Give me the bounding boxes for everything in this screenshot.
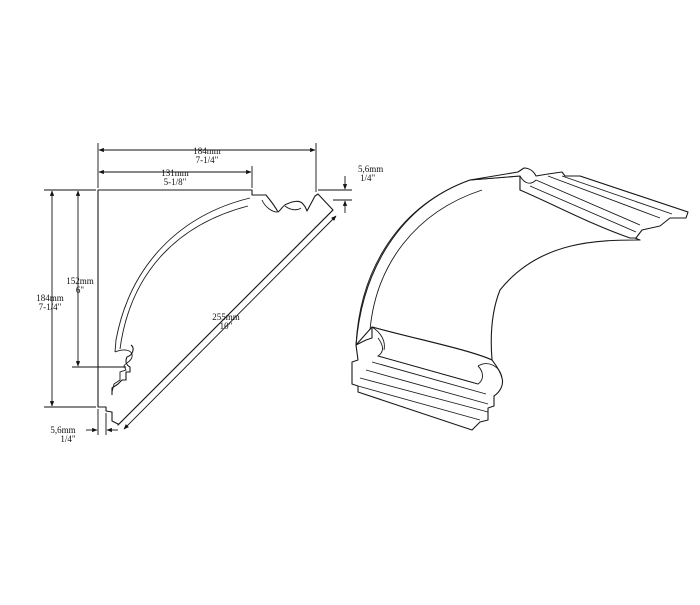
top-width-metric: 184mm [193, 146, 221, 156]
top-inner-width-imperial: 5-1/8" [164, 177, 187, 187]
molding-3d-view [351, 167, 689, 431]
top-inner-width-metric: 131mm [161, 168, 189, 178]
bottom-offset-metric: 5,6mm [50, 425, 75, 435]
3d-top-crown [469, 167, 689, 239]
top-width-imperial: 7-1/4" [196, 155, 219, 165]
left-height-imperial: 7-1/4" [39, 302, 62, 312]
left-inner-height-imperial: 6" [76, 285, 85, 295]
dimension-lines [44, 143, 352, 435]
dimension-labels: 184mm 7-1/4" 131mm 5-1/8" 5,6mm 1/4" 152… [36, 146, 383, 444]
profile-outline [97, 189, 334, 426]
left-inner-height-metric: 152mm [66, 276, 94, 286]
3d-cove-inner-arc [369, 189, 483, 331]
molding-profile [97, 189, 334, 426]
diagonal-metric: 255mm [212, 312, 240, 322]
top-offset-metric: 5,6mm [358, 164, 383, 174]
3d-cove-outer-arc [355, 179, 471, 346]
bottom-offset-imperial: 1/4" [60, 434, 76, 444]
diagonal-imperial: 10" [220, 321, 233, 331]
profile-top-bead [261, 199, 302, 213]
top-offset-imperial: 1/4" [360, 173, 376, 183]
left-height-metric: 184mm [36, 293, 64, 303]
